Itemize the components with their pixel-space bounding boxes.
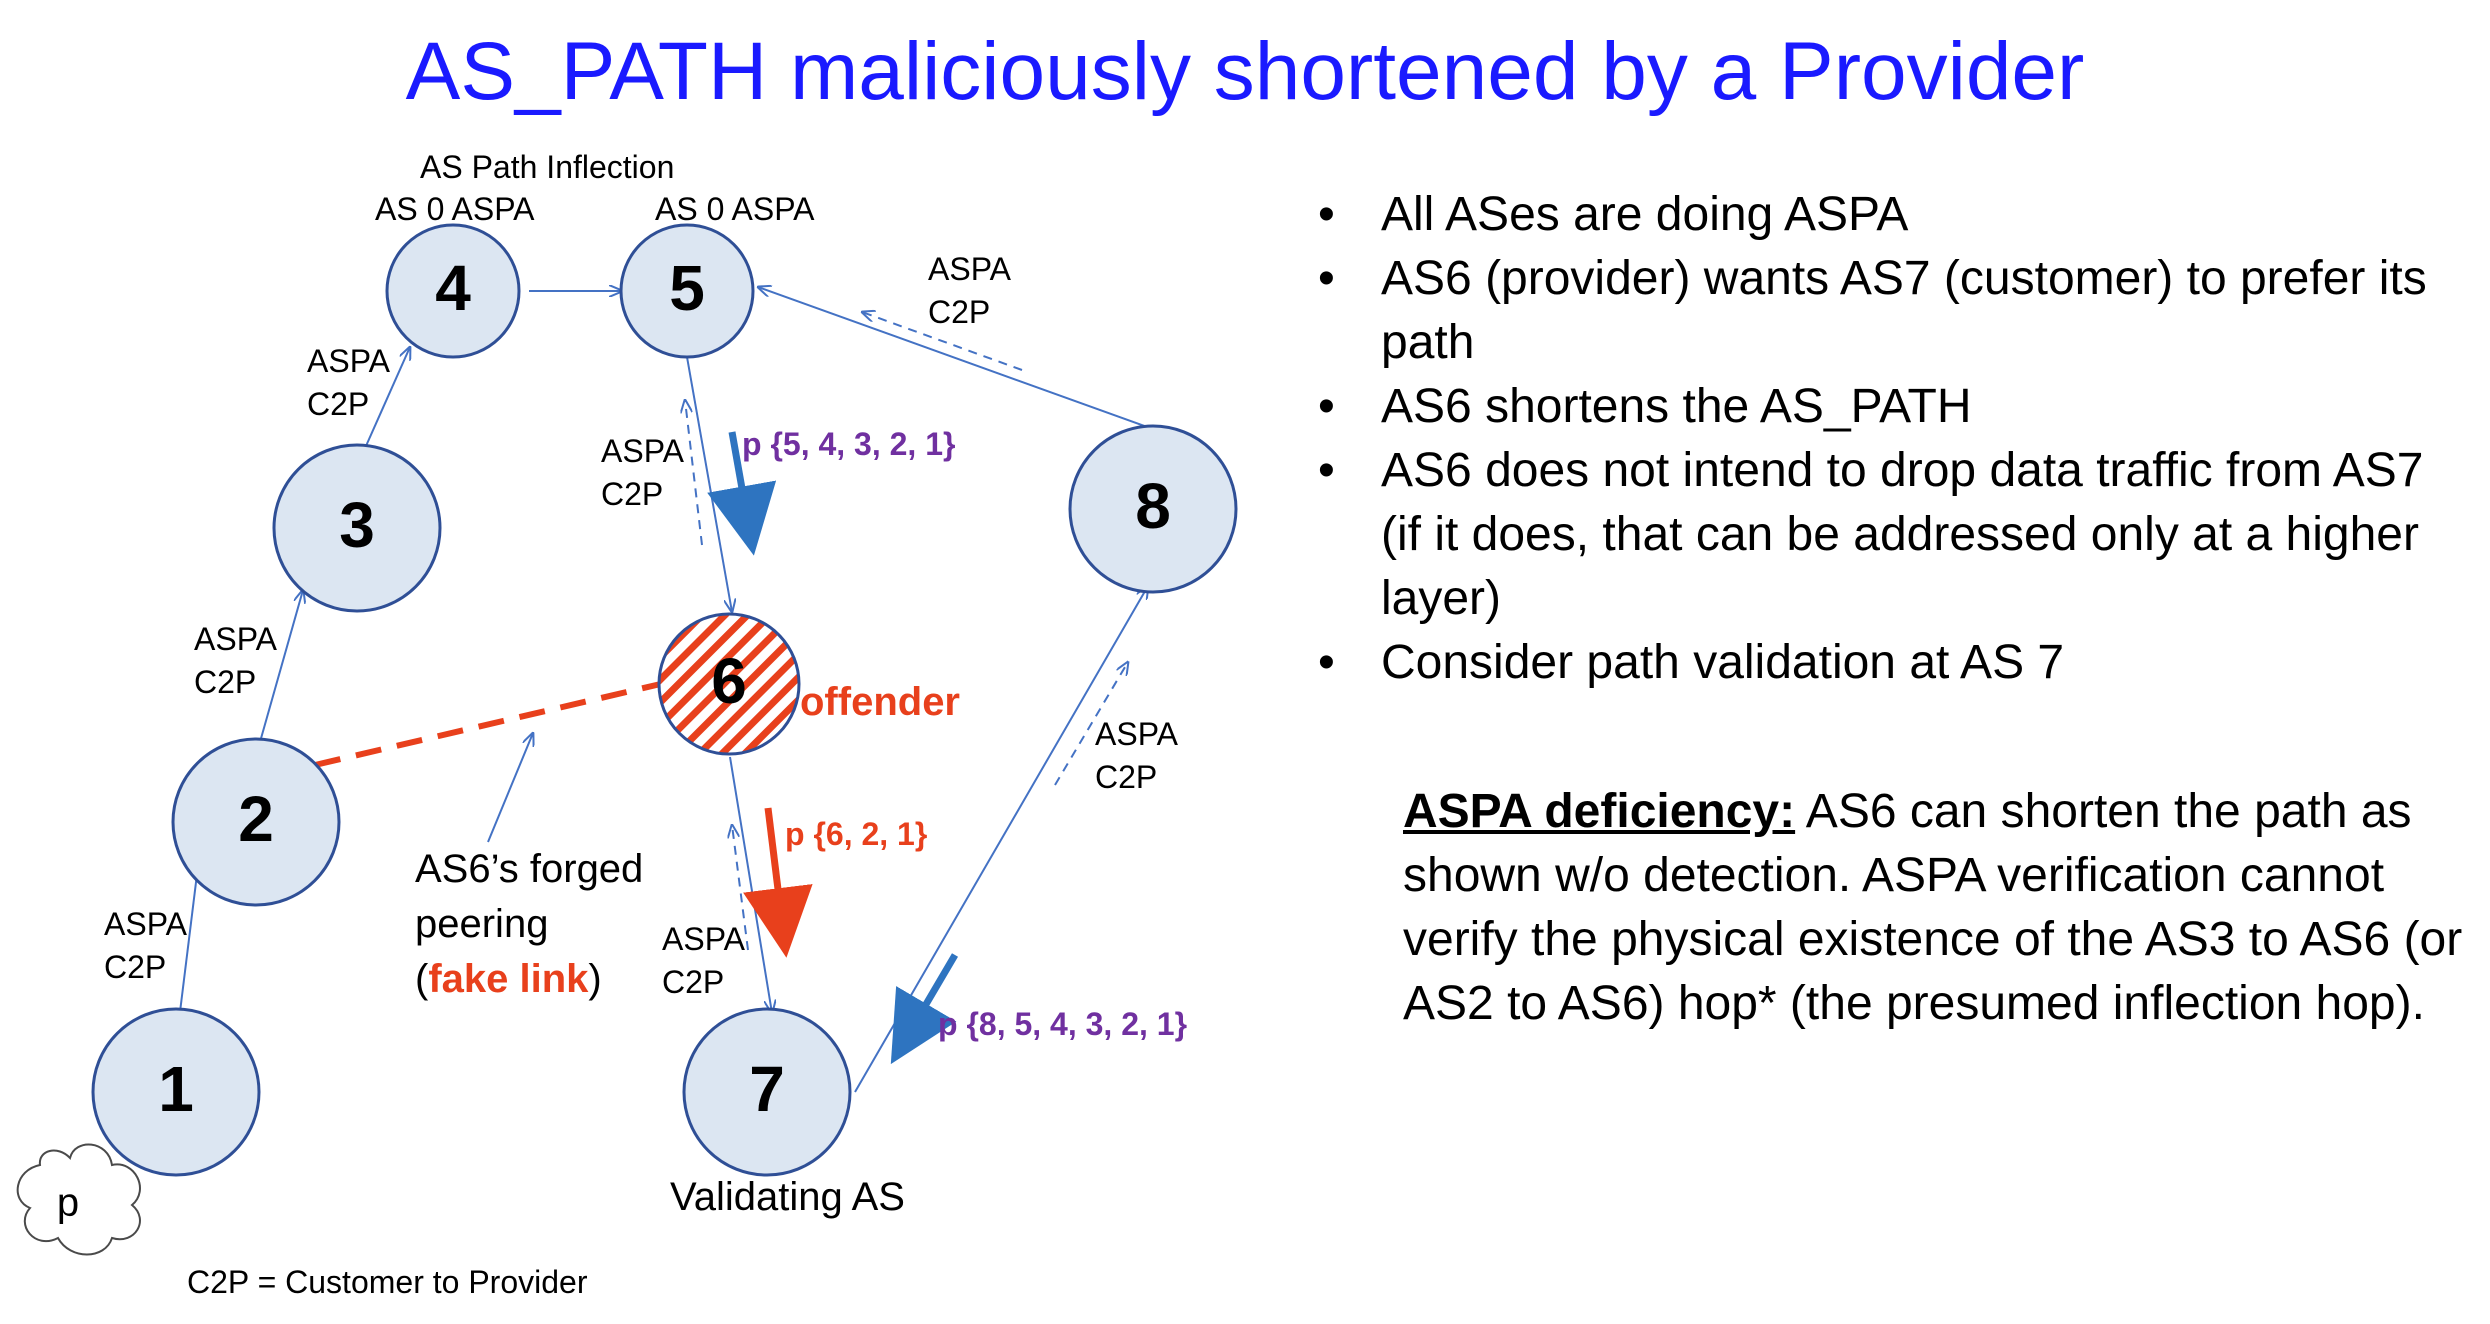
forged-peering-line1: AS6’s forged [415, 847, 643, 891]
link-6-7 [729, 756, 772, 1013]
aspa-arrow-7-8 [1054, 662, 1128, 786]
bullet-item: AS6 shortens the AS_PATH [1318, 375, 2468, 439]
bullet-item: Consider path validation at AS 7 [1318, 631, 2468, 695]
aspa-label-1-2: ASPA [104, 906, 188, 942]
as-node-2: 2 [171, 737, 341, 907]
as-node-4: 4 [385, 223, 521, 359]
fake-link-2-6 [314, 680, 666, 768]
path-label-8-to-7: p {8, 5, 4, 3, 2, 1} [938, 1006, 1187, 1042]
bullet-list: All ASes are doing ASPA AS6 (provider) w… [1318, 183, 2468, 695]
link-3-4 [365, 347, 410, 447]
aspa-label-5-6: ASPA [601, 433, 685, 469]
as-node-8-label: 8 [1135, 470, 1171, 542]
as4-annotation-aspa: AS 0 ASPA [375, 191, 535, 227]
aspa-deficiency-note: ASPA deficiency: AS6 can shorten the pat… [1403, 780, 2483, 1036]
as-node-6: 6 [657, 612, 801, 756]
path-labels: p {5, 4, 3, 2, 1} p {6, 2, 1} p {8, 5, 4… [742, 426, 1187, 1042]
as-node-3-label: 3 [339, 489, 375, 561]
as-node-2-label: 2 [238, 783, 274, 855]
as-node-3: 3 [272, 443, 442, 613]
aspa-label-8-5: ASPA [928, 251, 1012, 287]
bullet-item: AS6 does not intend to drop data traffic… [1318, 439, 2468, 631]
aspa-label-3-4: ASPA [307, 343, 391, 379]
path-label-6-to-7: p {6, 2, 1} [785, 816, 927, 852]
c2p-label-8-5: C2P [928, 294, 990, 330]
node-annotations: AS Path Inflection AS 0 ASPA AS 0 ASPA o… [375, 149, 960, 1219]
forged-peering-line2: peering [415, 902, 548, 946]
aspa-arrow-6-5 [685, 400, 703, 546]
as-node-1-label: 1 [158, 1053, 194, 1125]
c2p-label-5-6: C2P [601, 476, 663, 512]
link-2-3 [259, 590, 303, 743]
c2p-label-1-2: C2P [104, 949, 166, 985]
c2p-label-3-4: C2P [307, 386, 369, 422]
aspa-c2p-labels: ASPA C2P ASPA C2P ASPA C2P ASPA C2P ASPA… [104, 251, 1179, 1000]
route-arrow-6-to-7 [743, 807, 813, 958]
prefix-cloud [16, 1143, 141, 1256]
forged-peering-line3: (fake link) [415, 957, 602, 1001]
fake-link-close-paren: ) [588, 957, 601, 1001]
bullet-item: AS6 (provider) wants AS7 (customer) to p… [1318, 247, 2468, 375]
c2p-label-7-8: C2P [1095, 759, 1157, 795]
as-node-1: 1 [91, 1007, 261, 1177]
as5-annotation-aspa: AS 0 ASPA [655, 191, 815, 227]
route-arrow-8-to-7 [890, 953, 959, 1065]
aspa-label-6-7: ASPA [662, 921, 746, 957]
as-nodes: 1 2 3 4 5 6 7 8 [91, 223, 1238, 1177]
aspa-label-2-3: ASPA [194, 621, 278, 657]
c2p-label-6-7: C2P [662, 964, 724, 1000]
as-node-5-label: 5 [669, 252, 705, 324]
aspa-label-7-8: ASPA [1095, 716, 1179, 752]
route-arrow-5-to-6 [707, 431, 777, 556]
link-5-6 [686, 356, 732, 612]
aspa-arrow-8-5 [862, 312, 1023, 371]
link-8-5 [758, 287, 1151, 429]
page-title: AS_PATH maliciously shortened by a Provi… [405, 26, 2085, 117]
fake-link-pointer [487, 733, 533, 843]
as7-validating-label: Validating AS [670, 1175, 905, 1219]
bullet-item: All ASes are doing ASPA [1318, 183, 2468, 247]
as-node-7: 7 [682, 1007, 852, 1177]
as-node-8: 8 [1068, 424, 1238, 594]
aspa-deficiency-text: AS6 can shorten the path as shown w/o de… [1403, 785, 2463, 1030]
prefix-cloud-label: p [57, 1181, 79, 1225]
as-node-7-label: 7 [749, 1053, 785, 1125]
as-node-4-label: 4 [435, 252, 471, 324]
fake-link-label: fake link [428, 957, 589, 1001]
as6-offender-label: offender [800, 680, 960, 724]
forged-peering-annotation: AS6’s forged peering (fake link) [415, 847, 643, 1001]
aspa-deficiency-heading: ASPA deficiency: [1403, 785, 1796, 838]
link-1-2 [179, 858, 199, 1013]
as4-annotation-inflection: AS Path Inflection [420, 149, 674, 185]
path-label-to-as6: p {5, 4, 3, 2, 1} [742, 426, 955, 462]
as-node-6-label: 6 [711, 645, 747, 717]
as-node-5: 5 [619, 223, 755, 359]
fake-link-open-paren: ( [415, 957, 429, 1001]
c2p-label-2-3: C2P [194, 664, 256, 700]
c2p-legend: C2P = Customer to Provider [187, 1264, 588, 1300]
